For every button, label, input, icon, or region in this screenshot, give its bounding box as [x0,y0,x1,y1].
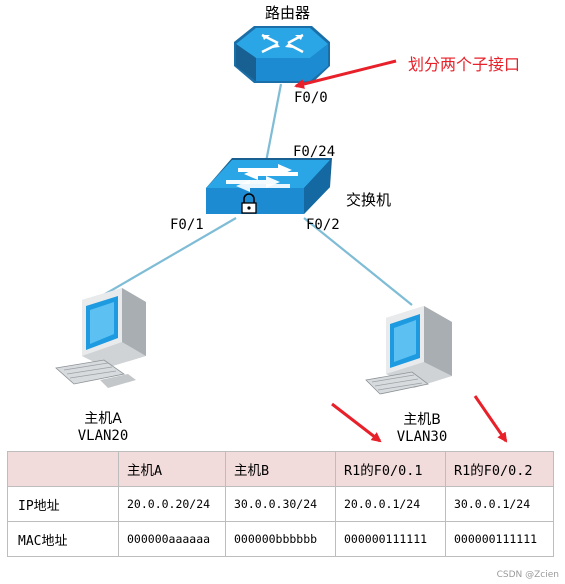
switch-label: 交换机 [346,191,392,209]
router-port-label: F0/0 [294,90,328,106]
arrow-to-subif-1 [331,402,382,443]
subinterface-annotation: 划分两个子接口 [408,55,521,74]
table-cell: 20.0.0.1/24 [335,486,446,522]
links [99,83,413,306]
link-switch-hostA [99,217,237,298]
address-table: 主机A 主机B R1的F0/0.1 R1的F0/0.2 IP地址 20.0.0.… [7,451,554,557]
table-header-cell [7,451,119,487]
table-cell: 30.0.0.1/24 [445,486,554,522]
table-header-cell: R1的F0/0.1 [335,451,446,487]
router-icon[interactable] [234,26,330,83]
table-header-cell: R1的F0/0.2 [445,451,554,487]
table-cell: 20.0.0.20/24 [118,486,226,522]
table-row: MAC地址 000000aaaaaa 000000bbbbbb 00000011… [7,521,554,557]
row-label: MAC地址 [7,521,119,557]
watermark: CSDN @Zcien [496,570,559,580]
table-row: IP地址 20.0.0.20/24 30.0.0.30/24 20.0.0.1/… [7,486,554,522]
link-router-switch [264,83,283,163]
hostA-vlan: VLAN20 [77,428,129,444]
table-header-cell: 主机B [225,451,336,487]
hostB-vlan: VLAN30 [396,429,448,445]
table-cell: 30.0.0.30/24 [225,486,336,522]
switch-uplink-port-label: F0/24 [293,144,336,160]
table-cell: 000000111111 [445,521,554,557]
lock-icon [241,193,257,214]
row-label: IP地址 [7,486,119,522]
annotation-arrows [294,59,508,443]
switch-icon[interactable] [206,158,332,214]
table-header-cell: 主机A [118,451,226,487]
pc-icon-hostA[interactable] [55,288,146,388]
hostB-name: 主机B [403,412,441,428]
hostA-name: 主机A [84,411,122,427]
switch-port-b-label: F0/2 [306,217,340,233]
arrow-to-subif-2 [473,395,508,443]
link-switch-hostB [303,217,413,306]
table-cell: 000000111111 [335,521,446,557]
table-cell: 000000aaaaaa [118,521,226,557]
table-cell: 000000bbbbbb [225,521,336,557]
switch-port-a-label: F0/1 [170,217,204,233]
router-label: 路由器 [265,4,311,22]
pc-icon-hostB[interactable] [365,306,452,395]
table-header-row: 主机A 主机B R1的F0/0.1 R1的F0/0.2 [7,451,554,487]
arrow-to-router-port [294,59,397,89]
